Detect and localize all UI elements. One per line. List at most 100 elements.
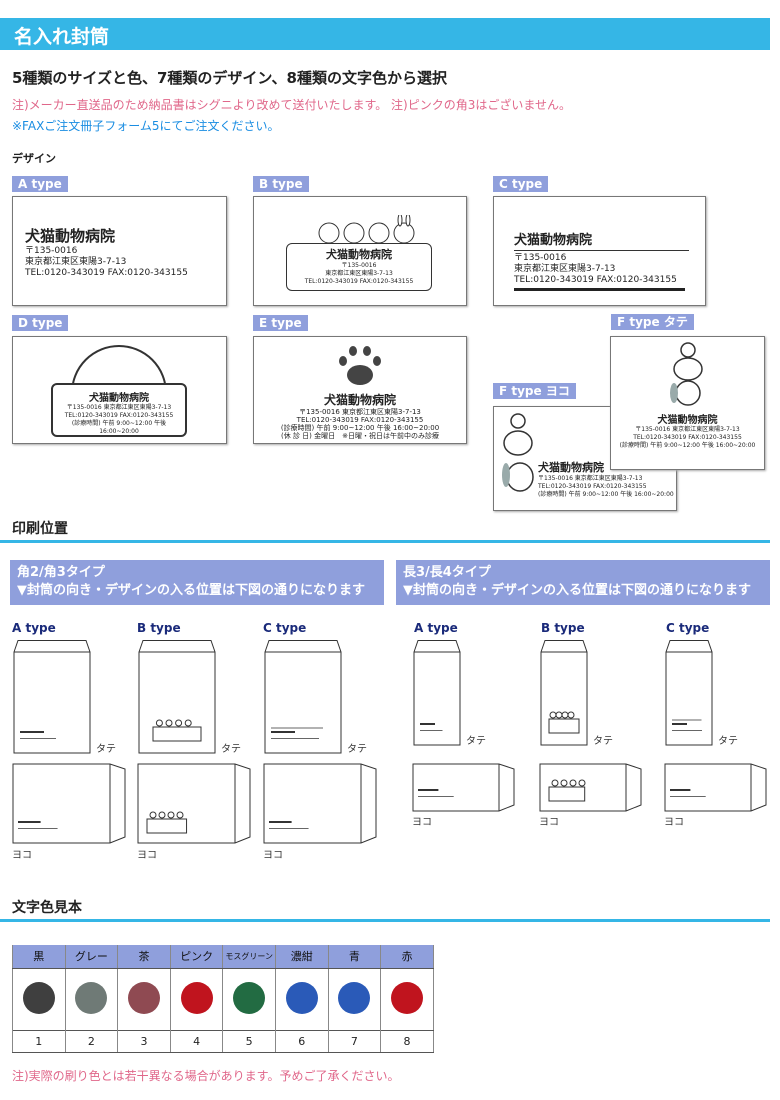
envelope-type-label: A type bbox=[414, 621, 458, 635]
color-name: モスグリーン bbox=[222, 945, 276, 969]
tate-label: タテ bbox=[593, 736, 613, 747]
envelope-tate-a bbox=[13, 640, 91, 754]
yoko-label: ヨコ bbox=[664, 817, 684, 828]
envelope-type-label: A type bbox=[12, 621, 56, 635]
design-label-e: E type bbox=[253, 315, 308, 331]
section-divider bbox=[0, 540, 770, 543]
tate-label: タテ bbox=[466, 736, 486, 747]
design-card-c[interactable]: 犬猫動物病院 〒135-0016 東京都江東区東陽3-7-13 TEL:0120… bbox=[493, 196, 706, 306]
tate-label: タテ bbox=[718, 736, 738, 747]
print-position-title: 印刷位置 bbox=[12, 521, 68, 537]
tel-fax: TEL:0120-343019 FAX:0120-343155 bbox=[514, 275, 677, 285]
cat-bird-illustration-icon bbox=[669, 342, 703, 406]
closed-day: (休 診 日) 金曜日 bbox=[280, 432, 336, 440]
page-title: 名入れ封筒 bbox=[0, 18, 770, 50]
color-sample-title: 文字色見本 bbox=[12, 900, 82, 916]
intro-heading: 5種類のサイズと色、7種類のデザイン、8種類の文字色から選択 bbox=[12, 69, 447, 87]
paw-icon bbox=[339, 346, 381, 385]
design-label-b: B type bbox=[253, 176, 309, 192]
panel-naga: 長3/長4タイプ ▼封筒の向き・デザインの入る位置は下図の通りになります bbox=[396, 560, 770, 605]
yoko-label: ヨコ bbox=[137, 850, 157, 861]
hours: (診療時間) 午前 9:00~12:00 午後 16:00~20:00 bbox=[280, 424, 440, 432]
color-name: 濃紺 bbox=[274, 945, 329, 969]
envelope-tate-b bbox=[138, 640, 216, 754]
clinic-name: 犬猫動物病院 bbox=[323, 393, 396, 407]
color-swatch bbox=[180, 981, 213, 1014]
envelope-tate-c bbox=[665, 640, 713, 746]
clinic-name: 犬猫動物病院 bbox=[657, 415, 718, 426]
color-swatch-cell bbox=[64, 968, 118, 1030]
color-number: 3 bbox=[117, 1029, 171, 1053]
design-label-f-yoko: F type ヨコ bbox=[493, 383, 576, 399]
section-divider bbox=[0, 919, 770, 922]
hours: (診療時間) 午前 9:00~12:00 午後 16:00~20:00 bbox=[538, 491, 674, 498]
note-fax: ※FAXご注文冊子フォーム5にてご注文ください。 bbox=[12, 119, 280, 133]
envelope-type-label: C type bbox=[263, 621, 307, 635]
color-number: 6 bbox=[274, 1029, 329, 1053]
panel-desc: ▼封筒の向き・デザインの入る位置は下図の通りになります bbox=[403, 583, 751, 598]
address: 〒135-0016 東京都江東区東陽3-7-13 bbox=[635, 426, 740, 433]
envelope-yoko-a bbox=[12, 763, 126, 844]
color-number: 5 bbox=[222, 1029, 276, 1053]
tel-fax: TEL:0120-343019 FAX:0120-343155 bbox=[633, 434, 742, 441]
color-number: 2 bbox=[64, 1029, 118, 1053]
color-swatch bbox=[338, 981, 371, 1014]
tate-label: タテ bbox=[221, 744, 241, 755]
color-name: ピンク bbox=[169, 945, 223, 969]
envelope-yoko-c bbox=[664, 763, 767, 812]
clinic-name: 犬猫動物病院 bbox=[89, 393, 149, 404]
design-card-f-tate[interactable]: 犬猫動物病院 〒135-0016 東京都江東区東陽3-7-13 TEL:0120… bbox=[610, 336, 765, 470]
design-card-e[interactable]: 犬猫動物病院 〒135-0016 東京都江東区東陽3-7-13 TEL:0120… bbox=[253, 336, 467, 444]
color-number: 4 bbox=[169, 1029, 223, 1053]
address: 〒135-0016 東京都江東区東陽3-7-13 bbox=[299, 408, 421, 416]
tel-fax: TEL:0120-343019 FAX:0120-343155 bbox=[538, 483, 647, 490]
envelope-yoko-a bbox=[412, 763, 515, 812]
yoko-label: ヨコ bbox=[12, 850, 32, 861]
clinic-name: 犬猫動物病院 bbox=[514, 233, 593, 248]
animals-illustration-icon bbox=[318, 215, 415, 244]
note-delivery: 注)メーカー直送品のため納品書はシグニより改めて送付いたします。 注)ピンクの角… bbox=[12, 98, 572, 112]
panel-kaku: 角2/角3タイプ ▼封筒の向き・デザインの入る位置は下図の通りになります bbox=[10, 560, 384, 605]
panel-title: 角2/角3タイプ bbox=[17, 565, 105, 580]
postal: 〒135-0016 bbox=[341, 262, 377, 269]
color-swatch-cell bbox=[117, 968, 171, 1030]
tel-fax: TEL:0120-343019 FAX:0120-343155 bbox=[296, 416, 424, 424]
address: 〒135-0016 東京都江東区東陽3-7-13 bbox=[538, 475, 643, 482]
envelope-tate-b bbox=[540, 640, 588, 746]
envelope-yoko-c bbox=[263, 763, 377, 844]
design-card-b[interactable]: 犬猫動物病院 〒135-0016 東京都江東区東陽3-7-13 TEL:0120… bbox=[253, 196, 467, 306]
yoko-label: ヨコ bbox=[263, 850, 283, 861]
color-name: 赤 bbox=[380, 945, 434, 969]
color-swatch bbox=[22, 981, 55, 1014]
postal: 〒135-0016 bbox=[514, 253, 567, 263]
color-swatch-cell bbox=[12, 968, 66, 1030]
color-swatch bbox=[127, 981, 160, 1014]
panel-desc: ▼封筒の向き・デザインの入る位置は下図の通りになります bbox=[17, 583, 365, 598]
postal: 〒135-0016 bbox=[25, 246, 78, 256]
color-number: 8 bbox=[380, 1029, 434, 1053]
yoko-label: ヨコ bbox=[539, 817, 559, 828]
hours: (診療時間) 午前 9:00~12:00 午後 16:00~20:00 bbox=[71, 420, 167, 435]
design-card-d[interactable]: 犬猫動物病院 〒135-0016 東京都江東区東陽3-7-13 TEL:0120… bbox=[12, 336, 227, 444]
tel-fax: TEL:0120-343019 FAX:0120-343155 bbox=[64, 412, 174, 419]
color-swatch-cell bbox=[169, 968, 223, 1030]
address: 東京都江東区東陽3-7-13 bbox=[325, 270, 393, 277]
color-swatch bbox=[75, 981, 108, 1014]
design-card-a[interactable]: 犬猫動物病院 〒135-0016 東京都江東区東陽3-7-13 TEL:0120… bbox=[12, 196, 227, 306]
color-name: 茶 bbox=[117, 945, 171, 969]
envelope-type-label: B type bbox=[541, 621, 585, 635]
design-label-a: A type bbox=[12, 176, 68, 192]
clinic-name: 犬猫動物病院 bbox=[326, 248, 392, 261]
yoko-label: ヨコ bbox=[412, 817, 432, 828]
color-swatch bbox=[285, 981, 318, 1014]
envelope-tate-a bbox=[413, 640, 461, 746]
design-label-f-tate: F type タテ bbox=[611, 314, 694, 330]
envelope-yoko-b bbox=[137, 763, 251, 844]
tate-label: タテ bbox=[347, 744, 367, 755]
clinic-name: 犬猫動物病院 bbox=[25, 227, 116, 245]
tel-fax: TEL:0120-343019 FAX:0120-343155 bbox=[25, 268, 188, 278]
color-name: グレー bbox=[64, 945, 118, 969]
color-name: 青 bbox=[327, 945, 381, 969]
color-note: 注)実際の刷り色とは若干異なる場合があります。予めご了承ください。 bbox=[12, 1069, 400, 1083]
